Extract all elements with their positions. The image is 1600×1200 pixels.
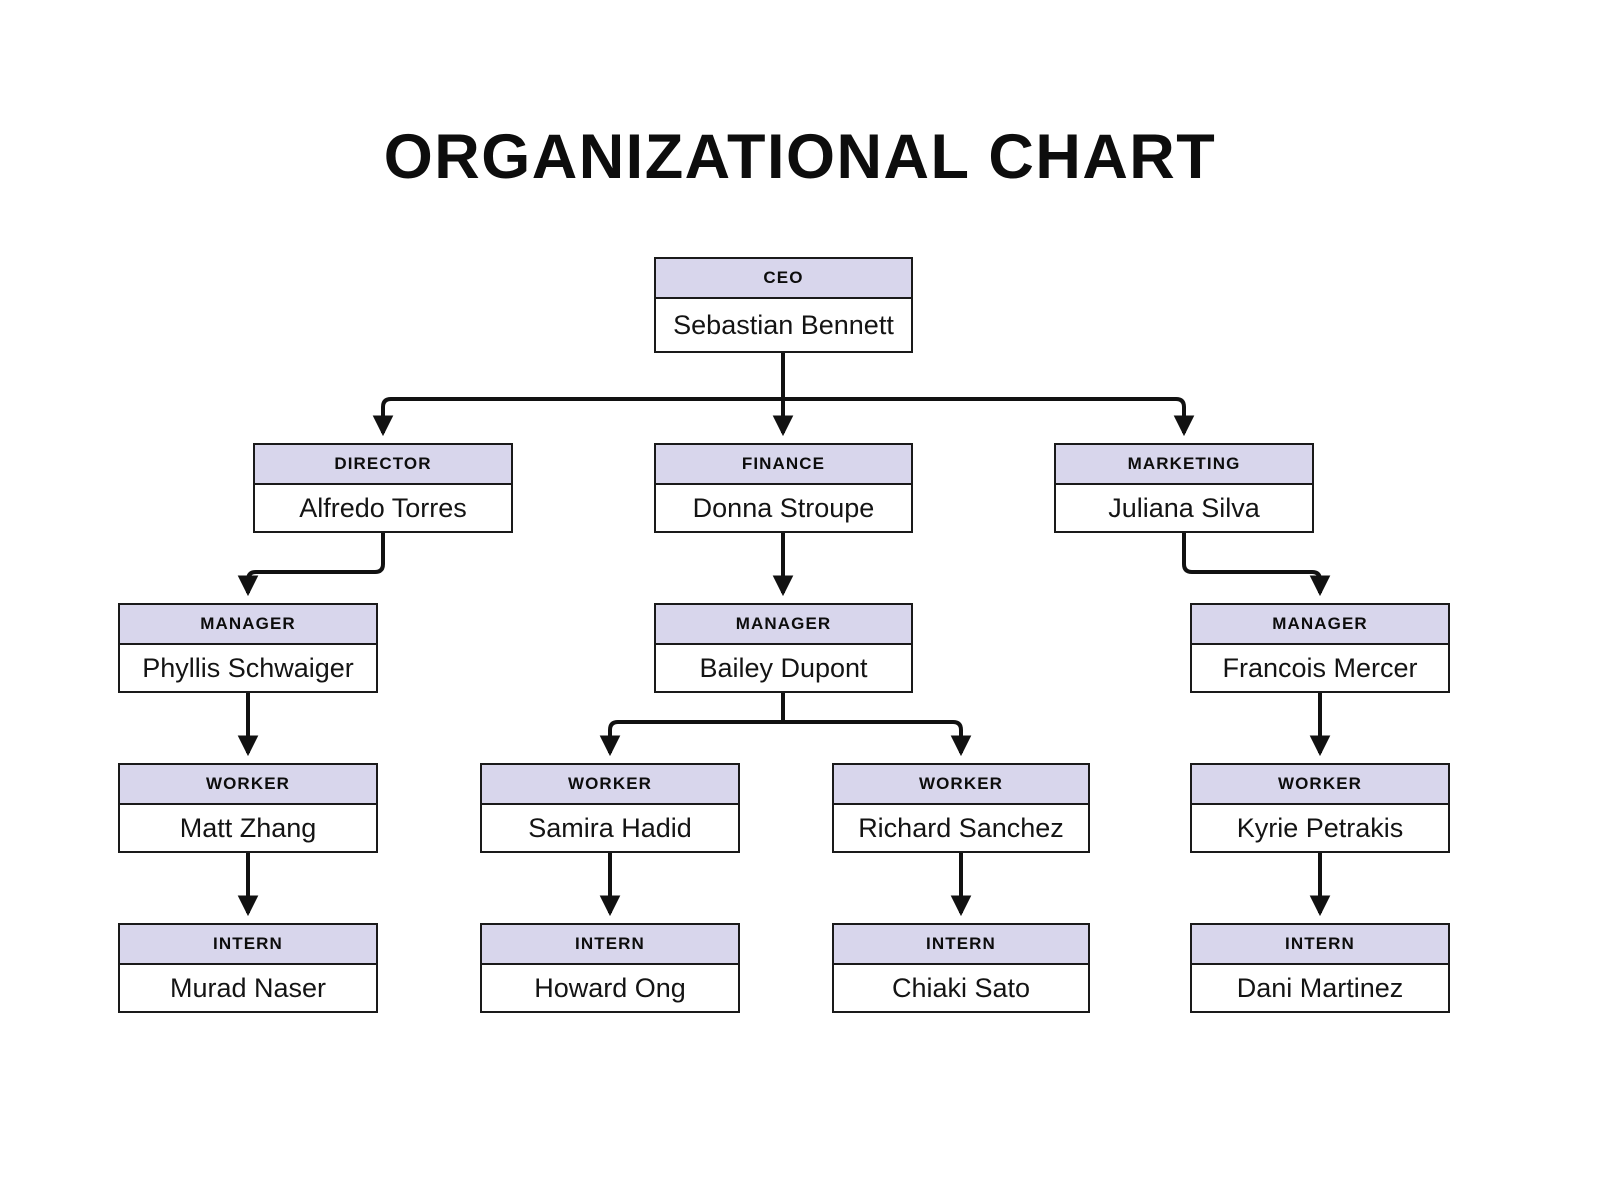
node-ceo-name: Sebastian Bennett: [656, 299, 911, 351]
node-manager-2[interactable]: MANAGER Bailey Dupont: [654, 603, 913, 693]
node-marketing[interactable]: MARKETING Juliana Silva: [1054, 443, 1314, 533]
node-worker-3[interactable]: WORKER Richard Sanchez: [832, 763, 1090, 853]
node-worker-3-role: WORKER: [834, 765, 1088, 805]
node-ceo-role: CEO: [656, 259, 911, 299]
node-manager-1-name: Phyllis Schwaiger: [120, 645, 376, 691]
node-worker-1[interactable]: WORKER Matt Zhang: [118, 763, 378, 853]
edge-manager2-to-worker2: [599, 693, 785, 757]
node-worker-1-name: Matt Zhang: [120, 805, 376, 851]
node-manager-1[interactable]: MANAGER Phyllis Schwaiger: [118, 603, 378, 693]
node-marketing-role: MARKETING: [1056, 445, 1312, 485]
node-intern-1[interactable]: INTERN Murad Naser: [118, 923, 378, 1013]
node-marketing-name: Juliana Silva: [1056, 485, 1312, 531]
node-intern-3-role: INTERN: [834, 925, 1088, 965]
node-intern-1-name: Murad Naser: [120, 965, 376, 1011]
node-intern-3[interactable]: INTERN Chiaki Sato: [832, 923, 1090, 1013]
node-manager-1-role: MANAGER: [120, 605, 376, 645]
node-worker-4-name: Kyrie Petrakis: [1192, 805, 1448, 851]
node-director-role: DIRECTOR: [255, 445, 511, 485]
node-worker-1-role: WORKER: [120, 765, 376, 805]
node-worker-2[interactable]: WORKER Samira Hadid: [480, 763, 740, 853]
node-worker-3-name: Richard Sanchez: [834, 805, 1088, 851]
node-finance[interactable]: FINANCE Donna Stroupe: [654, 443, 913, 533]
node-ceo[interactable]: CEO Sebastian Bennett: [654, 257, 913, 353]
node-director[interactable]: DIRECTOR Alfredo Torres: [253, 443, 513, 533]
node-manager-3-role: MANAGER: [1192, 605, 1448, 645]
node-manager-3-name: Francois Mercer: [1192, 645, 1448, 691]
node-finance-role: FINANCE: [656, 445, 911, 485]
node-manager-2-role: MANAGER: [656, 605, 911, 645]
node-worker-2-role: WORKER: [482, 765, 738, 805]
node-worker-2-name: Samira Hadid: [482, 805, 738, 851]
node-finance-name: Donna Stroupe: [656, 485, 911, 531]
node-worker-4[interactable]: WORKER Kyrie Petrakis: [1190, 763, 1450, 853]
node-intern-3-name: Chiaki Sato: [834, 965, 1088, 1011]
node-manager-2-name: Bailey Dupont: [656, 645, 911, 691]
edge-director-to-manager1: [237, 533, 385, 597]
node-director-name: Alfredo Torres: [255, 485, 511, 531]
node-intern-4-role: INTERN: [1192, 925, 1448, 965]
node-manager-3[interactable]: MANAGER Francois Mercer: [1190, 603, 1450, 693]
edge-marketing-to-manager3: [1182, 533, 1331, 597]
edge-ceo-to-director: [372, 353, 785, 437]
node-worker-4-role: WORKER: [1192, 765, 1448, 805]
node-intern-4[interactable]: INTERN Dani Martinez: [1190, 923, 1450, 1013]
node-intern-4-name: Dani Martinez: [1192, 965, 1448, 1011]
node-intern-1-role: INTERN: [120, 925, 376, 965]
page-title: ORGANIZATIONAL CHART: [383, 122, 1217, 192]
edge-manager2-to-worker3: [783, 720, 972, 757]
node-intern-2-name: Howard Ong: [482, 965, 738, 1011]
edge-ceo-to-marketing: [783, 397, 1195, 437]
node-intern-2-role: INTERN: [482, 925, 738, 965]
node-intern-2[interactable]: INTERN Howard Ong: [480, 923, 740, 1013]
